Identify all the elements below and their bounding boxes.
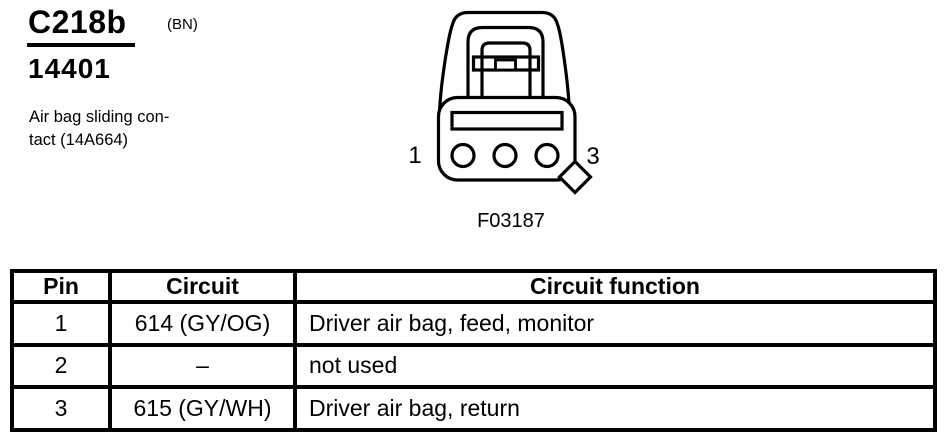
pin-cell: 2: [10, 342, 112, 390]
connector-inner-arch: [466, 25, 545, 112]
figure-id: F03187: [477, 210, 545, 232]
pin-2-cavity: [492, 142, 518, 169]
col-header-circuit: Circuit: [108, 269, 297, 304]
description-line-1: Air bag sliding con-: [29, 108, 170, 126]
table-row: 2 – not used: [10, 342, 937, 390]
circuit-cell: 614 (GY/OG): [108, 300, 297, 347]
circuit-function-cell: Driver air bag, feed, monitor: [293, 300, 937, 347]
table-header-row: Pin Circuit Circuit function: [10, 269, 937, 304]
connector-id-underline: [27, 43, 135, 47]
connector-latch: [480, 41, 532, 112]
connector-description: Air bag sliding con- tact (14A664): [29, 106, 169, 152]
pin-3-label: 3: [586, 143, 599, 170]
connector-key-tab: [557, 159, 593, 195]
pin-1-cavity: [450, 142, 476, 169]
circuit-function-cell: not used: [293, 342, 937, 390]
circuit-cell: 615 (GY/WH): [108, 385, 297, 432]
connector-slot: [450, 110, 564, 131]
pin-3-cavity: [534, 142, 560, 169]
connector-color-code: (BN): [167, 16, 198, 33]
circuit-function-cell: Driver air bag, return: [293, 385, 937, 432]
pin-cell: 3: [10, 385, 112, 432]
pinout-table: Pin Circuit Circuit function 1 614 (GY/O…: [10, 269, 937, 432]
connector-outer-shell: [437, 10, 572, 114]
connector-id: C218b: [28, 4, 127, 40]
description-line-2: tact (14A664): [29, 131, 129, 149]
pin-cell: 1: [10, 300, 112, 347]
col-header-pin: Pin: [10, 269, 112, 304]
table-row: 3 615 (GY/WH) Driver air bag, return: [10, 385, 937, 432]
circuit-cell: –: [108, 342, 297, 390]
part-number: 14401: [28, 53, 111, 84]
connector-diagram: 1 3 F03187: [408, 10, 600, 232]
table-row: 1 614 (GY/OG) Driver air bag, feed, moni…: [10, 300, 937, 347]
col-header-circuit-function: Circuit function: [293, 269, 937, 304]
pin-1-label: 1: [408, 142, 421, 169]
connector-lock-notch: [494, 58, 517, 72]
